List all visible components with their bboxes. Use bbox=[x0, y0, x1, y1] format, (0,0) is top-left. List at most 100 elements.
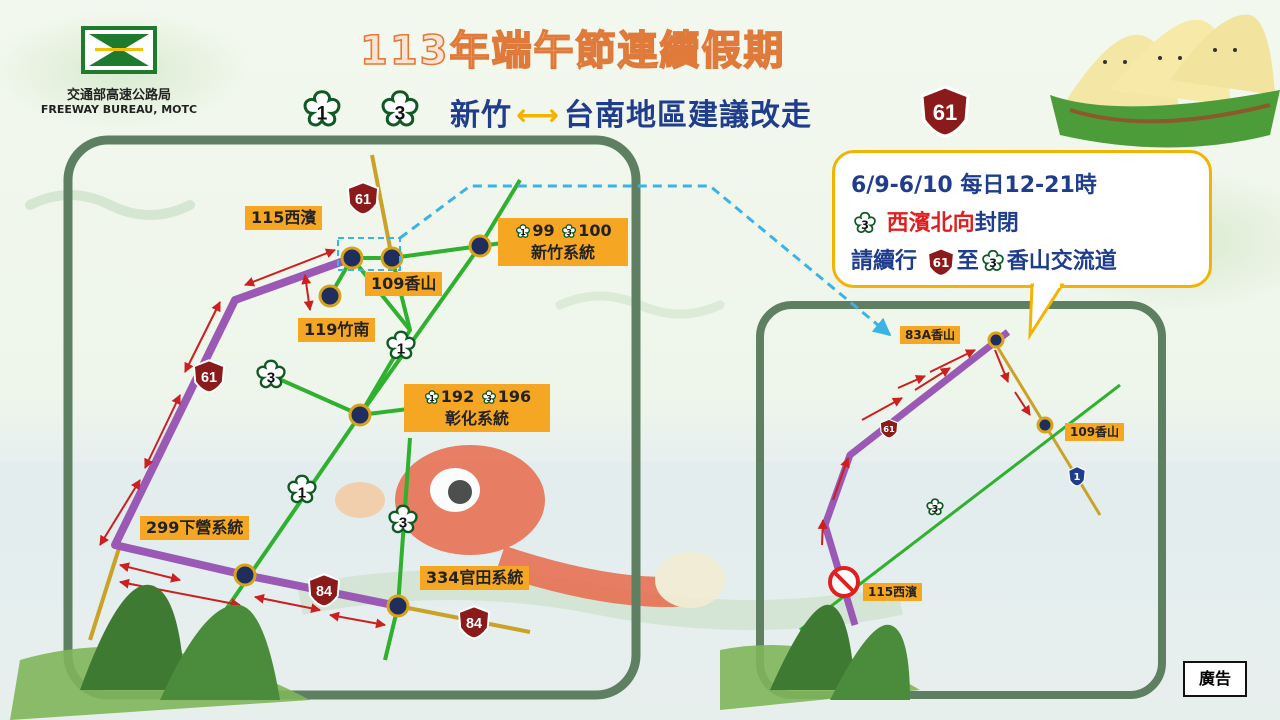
freeway-1-plum-icon: 1 bbox=[303, 90, 341, 127]
provincial-84-shield-icon: 84 bbox=[457, 605, 491, 640]
provincial-61-shield-icon: 61 bbox=[927, 247, 955, 277]
svg-text:1: 1 bbox=[298, 485, 307, 502]
changhua-system-nums: 1 192 3 196 bbox=[412, 386, 542, 408]
closure-segment: 3 西濱北向封閉 bbox=[851, 205, 1193, 243]
svg-text:61: 61 bbox=[883, 424, 895, 434]
double-arrow-icon: ⟷ bbox=[516, 98, 561, 133]
subtitle-origin: 新竹 bbox=[450, 98, 512, 133]
inset-label-109: 109香山 bbox=[1065, 423, 1125, 441]
changhua-fw1-km: 192 bbox=[440, 387, 475, 406]
route-61-shield-north: 61 bbox=[344, 180, 382, 220]
freeway-1-line bbox=[203, 178, 522, 642]
changhua-system-name: 彰化系統 bbox=[444, 409, 509, 428]
freeway-3-plum-icon: 3 bbox=[926, 498, 944, 516]
callout-tail bbox=[1028, 283, 1065, 341]
label-zhunan-119: 119竹南 bbox=[298, 318, 376, 342]
zongzi-decoration-top bbox=[1050, 14, 1280, 148]
inset-label-83a: 83A香山 bbox=[900, 326, 960, 344]
inset-label-115: 115西濱 bbox=[863, 583, 923, 601]
advertisement-label: 廣告 bbox=[1183, 661, 1247, 697]
freeway-1-badge-header: 1 bbox=[298, 87, 346, 135]
freeway-1-marker-south: 1 bbox=[283, 472, 321, 514]
freeway-1-national-shield-icon: 1 bbox=[1068, 466, 1086, 487]
svg-text:1: 1 bbox=[1074, 472, 1081, 483]
svg-text:1: 1 bbox=[317, 103, 328, 124]
hsinchu-system-name: 新竹系統 bbox=[530, 243, 595, 262]
route-61-badge-header: 61 bbox=[916, 84, 974, 142]
page-title: 113年端午節連續假期 bbox=[359, 27, 786, 75]
interchange-node-guantian bbox=[386, 594, 410, 618]
zongzi-decoration-bottom bbox=[10, 584, 920, 720]
freeway-bureau-logo: 交通部高速公路局 FREEWAY BUREAU, MOTC bbox=[34, 26, 204, 116]
freeway-1-marker-north: 1 bbox=[382, 328, 420, 370]
route-61-south-segment bbox=[88, 544, 122, 641]
svg-text:61: 61 bbox=[933, 100, 957, 125]
inset-node-109 bbox=[1036, 416, 1054, 434]
freeway-3-plum-icon: 3 bbox=[854, 211, 876, 234]
route-subtitle: 新竹⟷台南地區建議改走 bbox=[450, 90, 812, 134]
freeway-3-plum-icon: 3 bbox=[256, 359, 286, 389]
freeway-3-plum-icon: 3 bbox=[981, 249, 1004, 272]
provincial-61-shield-icon: 61 bbox=[879, 418, 899, 439]
svg-text:3: 3 bbox=[399, 515, 407, 532]
detour-to: 至 bbox=[956, 249, 979, 274]
logo-name-en: FREEWAY BUREAU, MOTC bbox=[40, 103, 198, 116]
svg-text:3: 3 bbox=[395, 103, 406, 124]
label-changhua-system: 1 192 3 196 彰化系統 bbox=[404, 384, 550, 432]
inset-map-frame bbox=[756, 301, 1166, 699]
freeway-3-badge-header: 3 bbox=[376, 87, 424, 135]
freeway-1-plum-icon: 1 bbox=[287, 474, 317, 504]
closure-direction: 西濱北向 bbox=[886, 211, 975, 236]
logo-name-zh: 交通部高速公路局 bbox=[66, 88, 171, 103]
svg-text:1: 1 bbox=[521, 227, 527, 237]
main-map-frame bbox=[63, 135, 641, 700]
interchange-node-zhunan bbox=[318, 284, 342, 308]
main-map-interchanges bbox=[233, 234, 492, 618]
provincial-61-shield-icon: 61 bbox=[920, 85, 970, 138]
detour-destination: 香山交流道 bbox=[1006, 249, 1117, 274]
svg-text:61: 61 bbox=[201, 370, 217, 386]
zoom-link-arrow bbox=[399, 184, 892, 337]
freeway-1-plum-icon: 1 bbox=[424, 389, 439, 404]
inset-freeway-1-shield: 1 bbox=[1066, 465, 1088, 491]
inset-route-61-shield: 61 bbox=[878, 418, 900, 443]
label-xibin-115: 115西濱 bbox=[245, 206, 323, 230]
label-xiaying-system: 299下營系統 bbox=[140, 516, 250, 540]
svg-text:3: 3 bbox=[267, 370, 275, 387]
freeway-3-plum-icon: 3 bbox=[388, 504, 418, 534]
route-61-shield-mid: 61 bbox=[190, 358, 228, 398]
inset-freeway-3-marker: 3 bbox=[924, 497, 946, 523]
route-84-shield-west: 84 bbox=[305, 572, 343, 612]
interchange-node-xiaying bbox=[233, 563, 257, 587]
inset-direction-arrows bbox=[817, 349, 1031, 546]
freeway-3-marker-south: 3 bbox=[384, 502, 422, 544]
zoom-box bbox=[337, 237, 401, 271]
svg-text:1: 1 bbox=[429, 393, 435, 403]
freeway-3-marker-north: 3 bbox=[252, 357, 290, 399]
hsinchu-fw1-km: 99 bbox=[532, 221, 555, 240]
freeway-3-plum-icon: 3 bbox=[562, 223, 577, 238]
svg-text:3: 3 bbox=[486, 393, 492, 403]
inset-interchanges bbox=[987, 331, 1054, 434]
subtitle-destination: 台南地區建議改走 bbox=[564, 98, 813, 133]
svg-text:84: 84 bbox=[466, 616, 482, 632]
interchange-node-xibin bbox=[340, 246, 364, 270]
svg-text:3: 3 bbox=[932, 504, 939, 515]
freeway-bureau-emblem-icon bbox=[81, 26, 157, 74]
freeway-3-plum-icon: 3 bbox=[481, 389, 496, 404]
changhua-fw3-km: 196 bbox=[497, 387, 532, 406]
svg-text:61: 61 bbox=[932, 256, 949, 270]
interchange-node-xiangshan bbox=[380, 246, 404, 270]
provincial-61-shield-icon: 61 bbox=[192, 359, 226, 394]
provincial-84-shield-icon: 84 bbox=[307, 573, 341, 608]
label-xiangshan-109: 109香山 bbox=[365, 272, 443, 296]
provincial-61-shield-icon: 61 bbox=[346, 181, 380, 216]
detour-prefix: 請續行 bbox=[851, 249, 918, 274]
svg-text:1: 1 bbox=[397, 341, 406, 358]
inset-node-83a bbox=[987, 331, 1005, 349]
